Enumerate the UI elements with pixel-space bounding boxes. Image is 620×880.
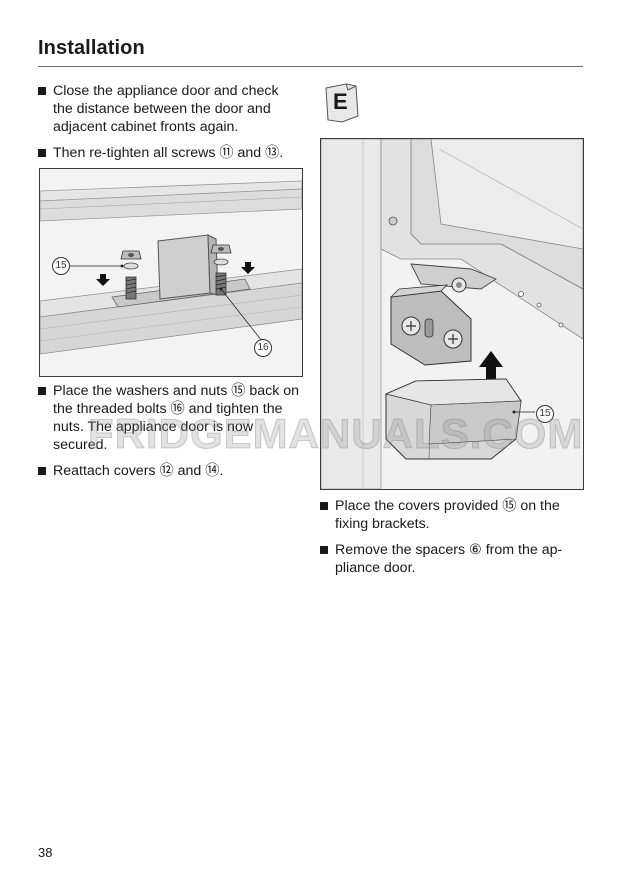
bullet-square-icon [38, 387, 46, 395]
illustration-hinge-cover [321, 139, 583, 489]
list-item: Reattach covers ⑫ and ⑭. [38, 462, 300, 480]
list-item: Place the washers and nuts ⑮ back on the… [38, 382, 300, 454]
section-tag-icon [325, 83, 359, 123]
steps-list-top: Close the appliance door and check the d… [38, 82, 300, 170]
page-number: 38 [38, 845, 53, 860]
illustration-rail-bracket [40, 169, 302, 376]
bullet-square-icon [38, 87, 46, 95]
figure-washers-nuts: 15 16 [39, 168, 303, 377]
callout-16: 16 [254, 339, 272, 357]
callout-15: 15 [52, 257, 70, 275]
list-item: Then re-tighten all screws ⑪ and ⑬. [38, 144, 300, 162]
list-item: Close the appliance door and check the d… [38, 82, 300, 136]
callout-15: 15 [536, 405, 554, 423]
watermark: FRIDGEMANUALS.COM [88, 410, 584, 458]
bullet-square-icon [320, 546, 328, 554]
bullet-square-icon [38, 149, 46, 157]
section-tag-label: E [333, 89, 348, 114]
list-item: Place the covers provided ⑮ on the fixin… [320, 497, 582, 533]
bullet-square-icon [38, 467, 46, 475]
list-item: Remove the spacers ⑥ from the ap- plianc… [320, 541, 582, 577]
steps-list-right: Place the covers provided ⑮ on the fixin… [320, 497, 582, 585]
page-title: Installation [38, 37, 145, 59]
title-rule [38, 66, 583, 67]
bullet-square-icon [320, 502, 328, 510]
figure-covers: 15 [320, 138, 584, 490]
steps-list-bottom: Place the washers and nuts ⑮ back on the… [38, 382, 300, 488]
